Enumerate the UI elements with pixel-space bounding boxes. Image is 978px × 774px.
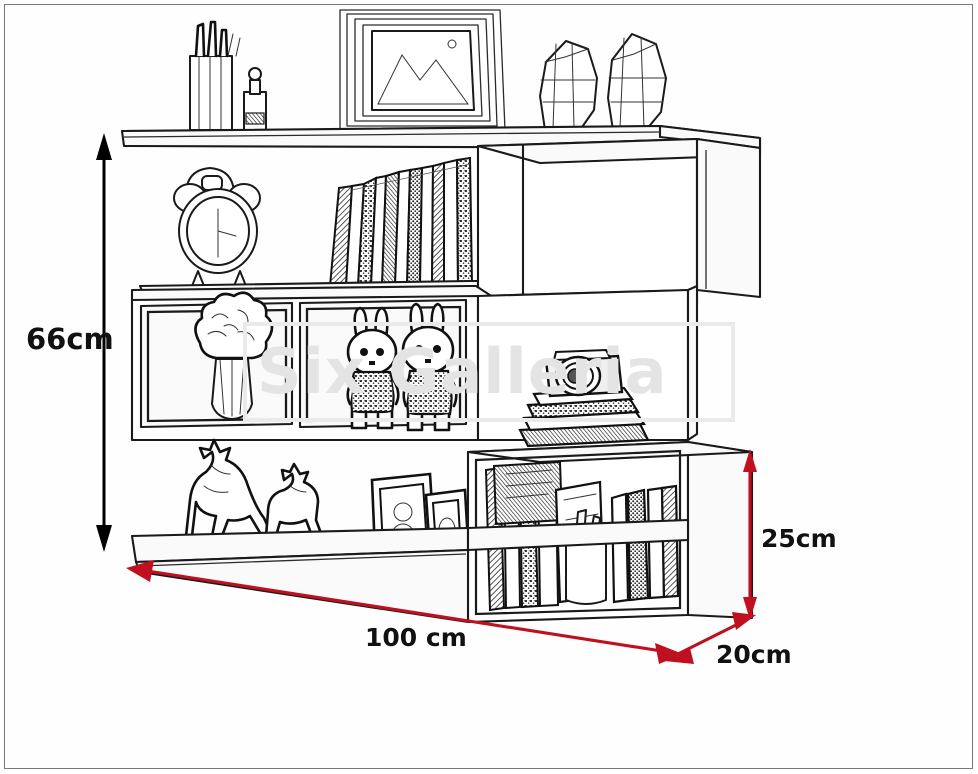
tier-height-dimension-label: 25cm: [761, 524, 837, 553]
width-dimension-arrow: [126, 560, 683, 664]
height-dimension-arrow: [96, 133, 112, 552]
depth-dimension-label: 20cm: [716, 640, 792, 669]
width-dimension-label: 100 cm: [365, 623, 467, 652]
tier-height-dimension-arrow: [743, 449, 757, 620]
height-dimension-label: 66cm: [26, 322, 114, 356]
